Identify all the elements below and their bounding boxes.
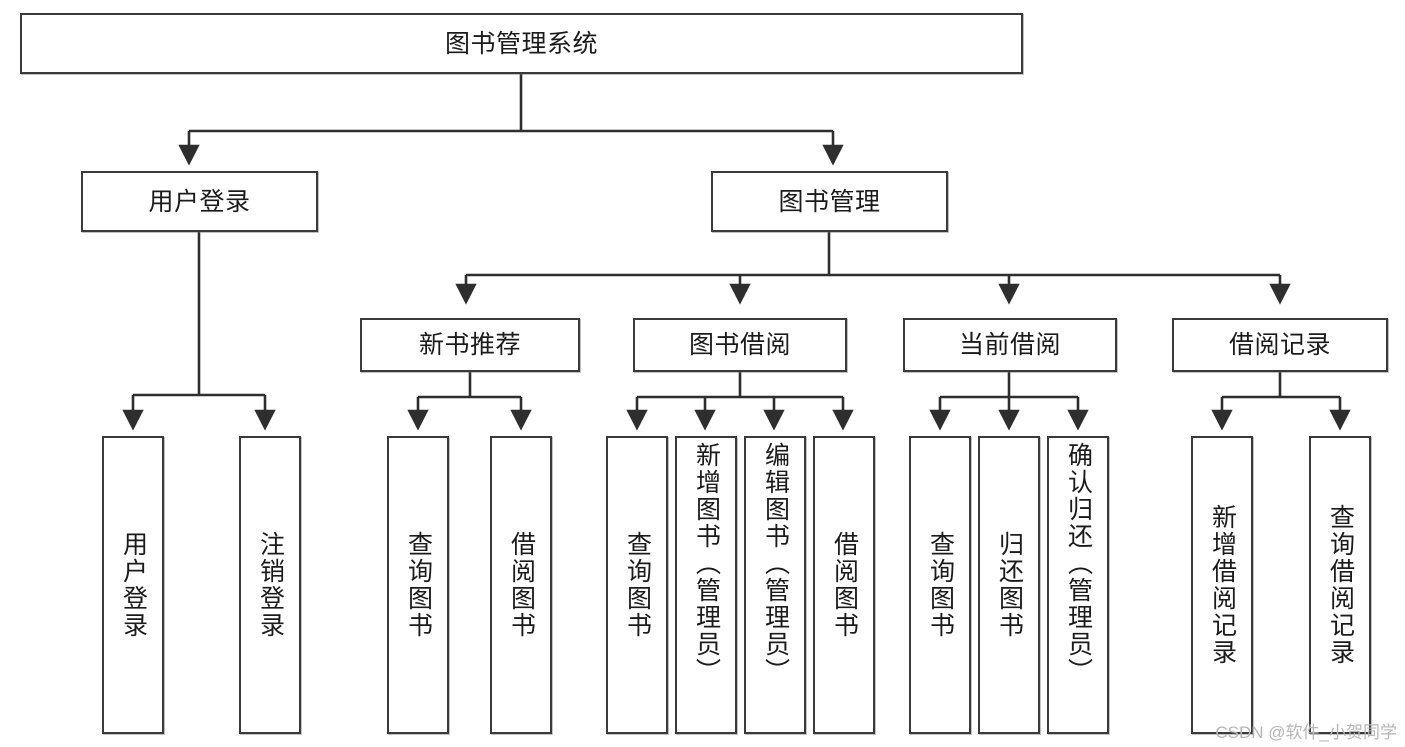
leaf-query-book-2[interactable]: 查询图书	[606, 436, 668, 734]
node-label: 借阅记录	[1228, 331, 1331, 359]
node-label: 借阅图书	[830, 531, 859, 639]
node-label: 新增图书（管理员）	[692, 442, 721, 685]
node-root-book-management-system[interactable]: 图书管理系统	[20, 13, 1023, 74]
node-label: 编辑图书（管理员）	[761, 442, 790, 685]
node-book-management[interactable]: 图书管理	[711, 171, 948, 232]
leaf-borrow-book-2[interactable]: 借阅图书	[813, 436, 875, 734]
node-label: 当前借阅	[958, 331, 1061, 359]
node-label: 查询图书	[404, 531, 433, 639]
watermark-csdn: CSDN @软件_小贺同学	[1215, 723, 1397, 742]
node-label: 查询图书	[926, 531, 955, 639]
leaf-borrow-book-1[interactable]: 借阅图书	[490, 436, 552, 734]
leaf-edit-book-admin[interactable]: 编辑图书（管理员）	[744, 436, 806, 734]
node-label: 新增借阅记录	[1208, 504, 1237, 666]
node-book-borrowing[interactable]: 图书借阅	[633, 318, 847, 372]
node-label: 用户登录	[148, 187, 251, 216]
leaf-user-login[interactable]: 用户登录	[102, 436, 164, 734]
leaf-add-borrow-record[interactable]: 新增借阅记录	[1191, 436, 1253, 734]
leaf-return-book[interactable]: 归还图书	[978, 436, 1040, 734]
leaf-add-book-admin[interactable]: 新增图书（管理员）	[675, 436, 737, 734]
leaf-query-book-1[interactable]: 查询图书	[387, 436, 449, 734]
node-label: 图书借阅	[688, 331, 791, 359]
leaf-query-borrow-record[interactable]: 查询借阅记录	[1309, 436, 1371, 734]
leaf-query-book-3[interactable]: 查询图书	[909, 436, 971, 734]
node-label: 借阅图书	[507, 531, 536, 639]
node-label: 图书管理系统	[444, 29, 598, 58]
leaf-confirm-return-admin[interactable]: 确认归还（管理员）	[1047, 436, 1109, 734]
node-label: 用户登录	[119, 531, 148, 639]
node-label: 查询图书	[623, 531, 652, 639]
node-label: 注销登录	[256, 531, 285, 639]
node-user-login[interactable]: 用户登录	[81, 171, 318, 232]
node-label: 新书推荐	[418, 331, 521, 359]
node-borrowing-record[interactable]: 借阅记录	[1172, 318, 1388, 372]
node-label: 查询借阅记录	[1326, 504, 1355, 666]
node-label: 确认归还（管理员）	[1064, 442, 1093, 685]
node-label: 图书管理	[778, 187, 881, 216]
node-label: 归还图书	[995, 531, 1024, 639]
leaf-logout[interactable]: 注销登录	[239, 436, 301, 734]
node-current-borrowing[interactable]: 当前借阅	[903, 318, 1117, 372]
node-new-book-recommendation[interactable]: 新书推荐	[360, 318, 580, 372]
